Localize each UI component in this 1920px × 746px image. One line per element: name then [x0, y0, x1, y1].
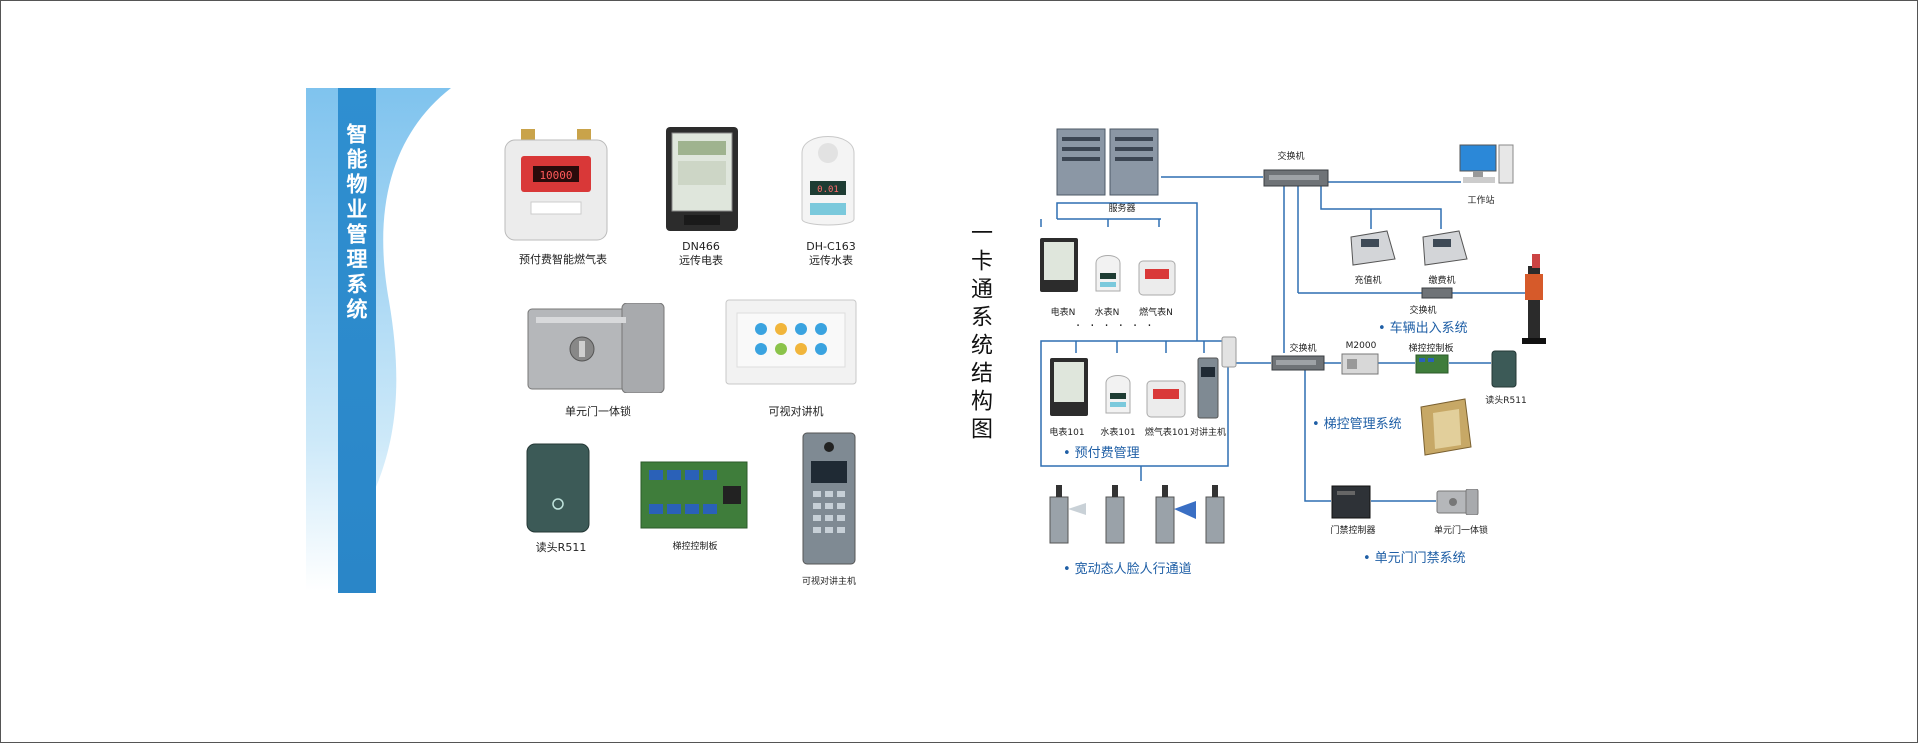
door-lock-image [527, 303, 665, 393]
server-icon [1056, 128, 1159, 196]
diagram-elevator-board-label: 梯控控制板 [1408, 344, 1454, 354]
mid-switch-icon [1271, 355, 1325, 371]
meter-101-water-label: 水表101 [1100, 428, 1136, 438]
access-controller-icon [1331, 485, 1371, 519]
banner-title: 智能物业管理系统 [344, 123, 368, 323]
dhc163-name-label: 远传水表 [809, 254, 853, 267]
vehicle-switch-icon [1421, 287, 1453, 299]
top-switch-label: 交换机 [1277, 152, 1305, 162]
workstation-icon [1459, 144, 1514, 184]
dn466-meter-image [666, 127, 738, 231]
diagram-reader-label: 读头R511 [1485, 396, 1527, 406]
vehicle-switch-label: 交换机 [1409, 306, 1437, 316]
elevator-system-label: 梯控管理系统 [1312, 413, 1402, 432]
meter-101-elec-icon [1050, 358, 1088, 416]
top-switch-icon [1263, 169, 1329, 187]
meter-n-gas-label: 燃气表N [1139, 308, 1173, 318]
meter-101-elec-label: 电表101 [1049, 428, 1085, 438]
elevator-cabin-icon [1420, 398, 1472, 456]
dhc163-water-meter-image: 0.01 [801, 136, 855, 226]
diagram-unit-lock-icon [1436, 489, 1479, 515]
meter-101-gas-label: 燃气表101 [1144, 428, 1190, 438]
mid-switch-label: 交换机 [1289, 344, 1317, 354]
face-channel-icon [1049, 485, 1225, 544]
workstation-label: 工作站 [1467, 196, 1495, 206]
meter-n-water-icon [1095, 255, 1121, 292]
diagram-title: 一卡通系统结构图 [967, 221, 992, 445]
m2000-icon [1341, 353, 1379, 375]
prepaid-system-label: 预付费管理 [1063, 442, 1140, 461]
payment-label: 缴费机 [1428, 276, 1456, 286]
intercom-monitor-image [725, 299, 857, 385]
recharge-machine-icon [1350, 230, 1396, 266]
access-controller-label: 门禁控制器 [1330, 526, 1376, 536]
vehicle-system-label: 车辆出入系统 [1378, 317, 1468, 336]
banner-graphic [306, 88, 451, 593]
intercom-host-image [802, 432, 856, 565]
gas-meter-image: 10000 [504, 129, 608, 241]
payment-machine-icon [1422, 230, 1468, 266]
water-meter-display: 0.01 [817, 185, 839, 195]
access-system-label: 单元门门禁系统 [1363, 547, 1466, 566]
intercom-monitor-label: 可视对讲机 [768, 405, 824, 418]
diagram-elevator-board-icon [1415, 354, 1449, 374]
elevator-board-image [640, 461, 748, 529]
dn466-model-label: DN466 [682, 240, 720, 253]
intercom-main-label: 对讲主机 [1189, 428, 1227, 438]
dn466-name-label: 远传电表 [679, 254, 723, 267]
recharge-label: 充值机 [1354, 276, 1382, 286]
card-reader-label: 读头R511 [535, 541, 587, 554]
meter-n-elec-icon [1040, 238, 1078, 292]
gas-meter-display: 10000 [539, 169, 572, 182]
gas-meter-label: 预付费智能燃气表 [519, 253, 607, 266]
intercom-host-label: 可视对讲主机 [801, 577, 857, 587]
intercom-main-icon [1197, 357, 1219, 419]
meter-dots: · · · · · · [1076, 319, 1155, 334]
card-reader-image [526, 443, 590, 533]
meter-101-gas-icon [1146, 380, 1186, 418]
meter-n-elec-label: 电表N [1050, 308, 1076, 318]
side-intercom-device-icon [1221, 336, 1237, 368]
parking-barrier-icon [1522, 254, 1546, 344]
m2000-label: M2000 [1345, 341, 1377, 351]
meter-n-water-label: 水表N [1094, 308, 1120, 318]
meter-101-water-icon [1105, 375, 1131, 414]
diagram-reader-icon [1491, 350, 1517, 388]
elevator-board-label: 梯控控制板 [672, 542, 718, 552]
diagram-unit-lock-label: 单元门一体锁 [1433, 526, 1489, 536]
dhc163-model-label: DH-C163 [806, 240, 856, 253]
door-lock-label: 单元门一体锁 [565, 405, 631, 418]
server-label: 服务器 [1108, 204, 1136, 214]
meter-n-gas-icon [1138, 260, 1176, 296]
face-channel-label: 宽动态人脸人行通道 [1063, 558, 1192, 577]
